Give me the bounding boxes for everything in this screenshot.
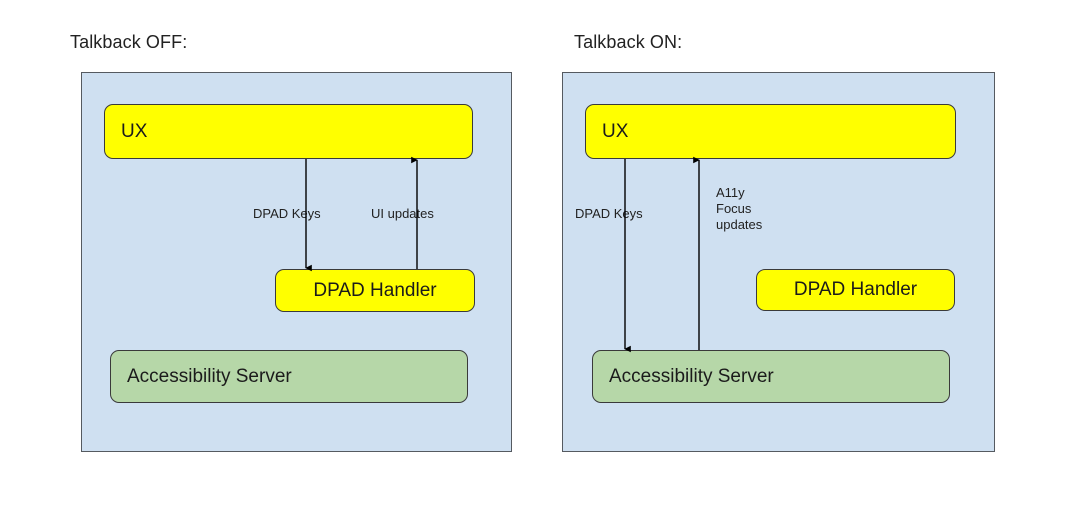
panel-title-talkback-on: Talkback ON:	[574, 32, 683, 52]
panel-title-talkback-off: Talkback OFF:	[70, 32, 188, 52]
node-accessibility-server-on[interactable]: Accessibility Server	[592, 350, 950, 403]
node-dpad-handler-on[interactable]: DPAD Handler	[756, 269, 955, 311]
node-accessibility-server-off-label: Accessibility Server	[127, 365, 292, 387]
edge-label-a11y-focus-updates-on: A11y Focus updates	[716, 185, 763, 232]
node-ux-off[interactable]: UX	[104, 104, 473, 159]
node-dpad-handler-off-label: DPAD Handler	[313, 279, 437, 301]
node-dpad-handler-off[interactable]: DPAD Handler	[275, 269, 475, 312]
edge-label-ui-updates-off: UI updates	[371, 206, 434, 221]
node-ux-on[interactable]: UX	[585, 104, 956, 159]
edge-label-dpad-keys-on: DPAD Keys	[575, 206, 643, 221]
edge-label-dpad-keys-off: DPAD Keys	[253, 206, 321, 221]
node-dpad-handler-on-label: DPAD Handler	[793, 279, 918, 300]
node-ux-on-label: UX	[602, 120, 629, 142]
node-ux-off-label: UX	[121, 120, 148, 142]
node-accessibility-server-off[interactable]: Accessibility Server	[110, 350, 468, 403]
node-accessibility-server-on-label: Accessibility Server	[609, 365, 774, 387]
